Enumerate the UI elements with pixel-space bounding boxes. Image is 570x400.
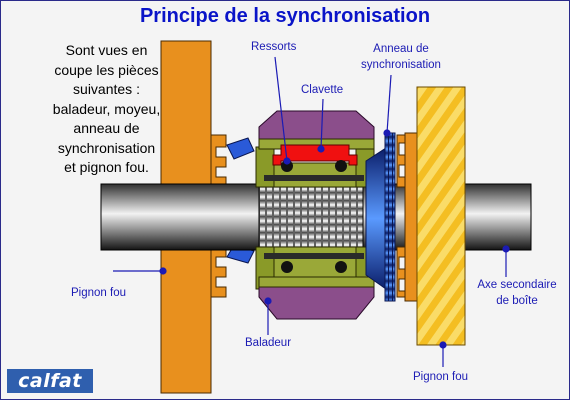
- label-anneau-line2: synchronisation: [361, 59, 441, 71]
- label-ressorts: Ressorts: [251, 41, 297, 53]
- label-axe-line1: Axe secondaire: [477, 279, 557, 291]
- label-pignon-fou-left: Pignon fou: [71, 287, 126, 299]
- ressorts: [281, 160, 347, 273]
- pignon-fou-right: [396, 86, 466, 346]
- label-baladeur: Baladeur: [245, 337, 292, 349]
- moyeu: [255, 146, 375, 290]
- page-title: Principe de la synchronisation: [139, 5, 431, 27]
- label-axe-secondaire: Axe secondaire de boîte: [469, 277, 565, 309]
- baladeur: [258, 110, 375, 320]
- intro-line: Sont vues en: [65, 42, 148, 58]
- label-pignon-fou-bottom: Pignon fou: [413, 371, 468, 383]
- label-axe-line2: de boîte: [496, 295, 538, 307]
- label-clavette: Clavette: [301, 84, 344, 96]
- anneau-de-synchronisation: [365, 132, 396, 302]
- label-anneau-line1: Anneau de: [373, 43, 429, 55]
- leader-lines: [113, 56, 510, 367]
- intro-line: coupe les pièces: [54, 61, 159, 78]
- calfat-logo: calfat: [7, 369, 93, 393]
- intro-line: baladeur, moyeu,: [52, 100, 161, 117]
- intro-line: anneau de: [73, 120, 140, 136]
- intro-line: et pignon fou.: [64, 159, 149, 175]
- clavette: [272, 144, 358, 166]
- intro-line: synchronisation: [57, 139, 156, 156]
- intro-text: Sont vues en coupe les pièces suivantes …: [9, 41, 204, 178]
- intro-line: suivantes :: [73, 81, 140, 97]
- label-anneau: Anneau de synchronisation: [353, 41, 449, 73]
